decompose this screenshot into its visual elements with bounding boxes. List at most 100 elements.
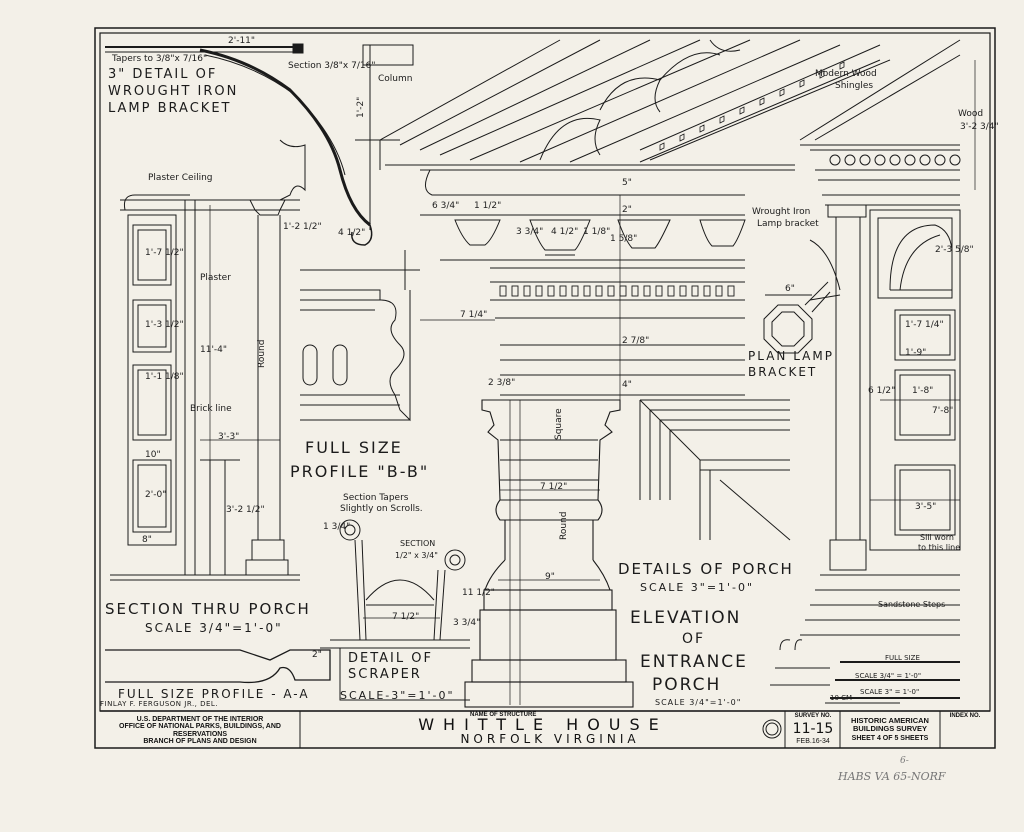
wrought-iron-label-1: Wrought Iron xyxy=(752,207,811,217)
habs-line: HISTORIC AMERICAN xyxy=(851,716,929,725)
dimension-lines xyxy=(200,60,976,705)
dimension-text: 7 1/2" xyxy=(392,612,420,622)
dimension-text: 1 1/8" xyxy=(583,227,611,237)
elevation-title-3: ENTRANCE xyxy=(640,652,748,672)
round-label-left: Round xyxy=(257,339,267,368)
location: NORFOLK VIRGINIA xyxy=(460,732,640,746)
section-scraper-2: 1/2" x 3/4" xyxy=(395,551,438,560)
dimension-text: 2" xyxy=(312,650,322,660)
dimension-text: 4 1/2" xyxy=(338,228,366,238)
survey-date: FEB.16-34 xyxy=(796,738,830,745)
survey-no-label: SURVEY NO. xyxy=(794,713,832,719)
section-bracket-note: Section 3/8"x 7/16" xyxy=(288,61,376,71)
dimension-text: 2'-0" xyxy=(145,490,167,500)
elevation-porch xyxy=(770,39,961,686)
survey-number: 11-15 xyxy=(792,721,834,737)
dimension-text: 3'-3" xyxy=(218,432,240,442)
dimension-text: 1 5/8" xyxy=(610,234,638,244)
brick-line-label: Brick line xyxy=(190,404,232,414)
entablature xyxy=(420,169,745,396)
lamp-bracket-title-2: WROUGHT IRON xyxy=(108,84,239,99)
dimension-text: 6 3/4" xyxy=(432,201,460,211)
dimension-text: 7 1/2" xyxy=(540,482,568,492)
dimension-text: 8" xyxy=(142,535,152,545)
dimension-text: 3 3/4" xyxy=(516,227,544,237)
dimension-text: 7 1/4" xyxy=(460,310,488,320)
dimension-text: 3 3/4" xyxy=(453,618,481,628)
dimension-text: 1'-7 1/4" xyxy=(905,320,944,330)
sheet-number: SHEET 4 OF 5 SHEETS xyxy=(851,734,929,742)
dimension-text: 2'-3 5/8" xyxy=(935,245,974,255)
pencil-note: HABS VA 65-NORF xyxy=(838,770,946,783)
scraper-scale: SCALE-3"=1'-0" xyxy=(340,689,455,702)
plan-lamp-label-2: BRACKET xyxy=(748,365,818,379)
roof-modillions xyxy=(539,39,741,161)
plan-lamp-bracket xyxy=(763,281,831,354)
plaster-label: Plaster xyxy=(200,273,231,283)
dimension-text: 2 7/8" xyxy=(622,336,650,346)
name-of-structure-label: NAME OF STRUCTURE xyxy=(470,712,537,718)
details-porch-scale: SCALE 3"=1'-0" xyxy=(640,581,755,594)
scale-three-quarter: SCALE 3/4" = 1'-0" xyxy=(855,672,922,680)
dimension-text: 3'-2 3/4" xyxy=(960,122,999,132)
dimension-text: 1'-1 1/8" xyxy=(145,372,184,382)
elevation-title-1: ELEVATION xyxy=(630,608,742,628)
dimension-text: 10" xyxy=(145,450,161,460)
lamp-bracket-detail xyxy=(105,43,414,246)
dimension-text: 1'-8" xyxy=(912,386,934,396)
modern-wood-2: Shingles xyxy=(835,81,874,91)
agency-line: BRANCH OF PLANS AND DESIGN xyxy=(143,738,257,746)
section-tapers-2: Slightly on Scrolls. xyxy=(340,504,423,514)
section-thru-scale: SCALE 3/4"=1'-0" xyxy=(145,621,283,635)
dimension-text: 11'-4" xyxy=(200,345,228,355)
scale-three-inch: SCALE 3" = 1'-0" xyxy=(860,688,920,696)
dimension-text: 1 3/4" xyxy=(323,522,351,532)
index-no-label: INDEX NO. xyxy=(949,713,981,719)
plan-lamp-label-1: PLAN LAMP xyxy=(748,349,834,363)
agency-line: U.S. DEPARTMENT OF THE INTERIOR xyxy=(136,716,264,723)
title-block-lines xyxy=(299,711,941,748)
dimension-text: 6 1/2" xyxy=(868,386,896,396)
profile-bb-title-1: FULL SIZE xyxy=(305,438,403,457)
habs-line: BUILDINGS SURVEY xyxy=(852,723,928,733)
elevation-title-2: OF xyxy=(682,631,706,647)
scale-full-size: FULL SIZE xyxy=(885,654,920,662)
section-scraper-1: SECTION xyxy=(400,539,436,548)
dimension-text: 6" xyxy=(785,284,795,294)
scraper-title-1: DETAIL OF xyxy=(348,651,433,666)
profile-aa xyxy=(105,649,331,684)
sill-note-2: to this line xyxy=(918,543,961,552)
elevation-title-4: PORCH xyxy=(652,675,722,695)
dimension-text: 1'-9" xyxy=(905,348,927,358)
dimension-text: 3'-5" xyxy=(915,502,937,512)
column-label: Column xyxy=(378,74,413,84)
dimension-text: 1'-2 1/2" xyxy=(283,222,322,232)
square-label-column: Square xyxy=(554,408,564,440)
graphic-scales xyxy=(825,661,960,704)
raking-dentils xyxy=(659,61,845,151)
profile-bb-title-2: PROFILE "B-B" xyxy=(290,462,430,481)
porch-column xyxy=(464,399,634,708)
outer-border xyxy=(94,27,996,749)
structure-name: WHITTLE HOUSE xyxy=(418,715,668,734)
dimension-text: 4" xyxy=(622,380,632,390)
dimension-text: 4 1/2" xyxy=(551,227,579,237)
dimension-text: 1 1/2" xyxy=(474,201,502,211)
wrought-iron-label-2: Lamp bracket xyxy=(757,219,819,229)
door-frame-detail xyxy=(639,399,791,541)
pencil-note: 6- xyxy=(900,756,909,766)
sill-note-1: Sill worn xyxy=(920,533,954,542)
scraper-detail xyxy=(320,519,470,701)
dentil-band xyxy=(499,285,735,297)
scraper-title-2: SCRAPER xyxy=(348,667,422,682)
plaster-ceiling-label: Plaster Ceiling xyxy=(148,173,213,183)
lamp-bracket-title-3: LAMP BRACKET xyxy=(108,101,232,116)
elevation-scale: SCALE 3/4"=1'-0" xyxy=(655,698,742,707)
dimension-text: 1'-7 1/2" xyxy=(145,248,184,258)
habs-block: HISTORIC AMERICAN BUILDINGS SURVEY SHEET… xyxy=(842,717,938,742)
dimension-text: 2" xyxy=(622,205,632,215)
profile-bb xyxy=(300,250,420,422)
agency-block: U.S. DEPARTMENT OF THE INTERIOR OFFICE O… xyxy=(102,716,298,745)
